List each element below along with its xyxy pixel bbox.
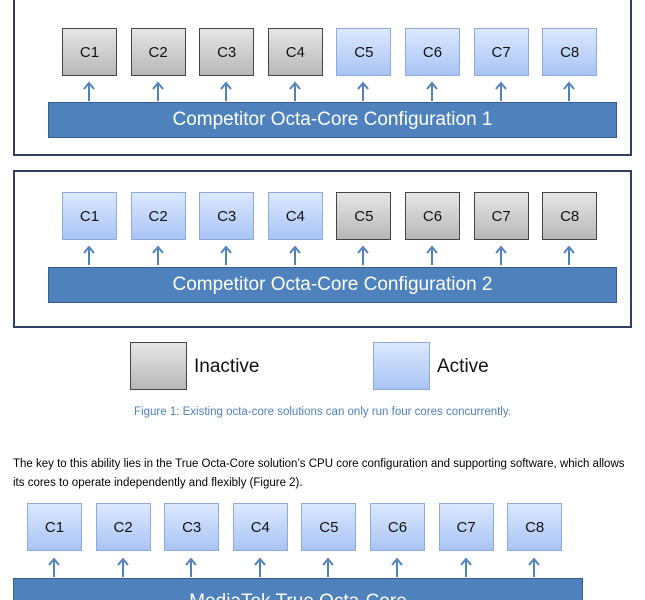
config-3-bar: MediaTek True Octa-Core [13,578,583,600]
config-1-bar: Competitor Octa-Core Configuration 1 [48,102,617,138]
up-arrow-icon [563,245,575,265]
config3-core-c7: C7 [438,503,494,551]
up-arrow-icon [426,81,438,101]
up-arrow-icon [391,557,403,577]
up-arrow-icon [254,557,266,577]
up-arrow-icon [459,557,472,577]
up-arrow-icon [83,245,95,265]
config1-core-c3: C3 [199,28,255,76]
config1-core-c5: C5 [336,28,392,76]
config-2-bar: Competitor Octa-Core Configuration 2 [48,267,617,303]
config2-core-c2: C2 [130,192,186,240]
up-arrow-icon [357,245,370,265]
config2-core-c1: C1 [62,192,117,240]
config2-core-c8: C8 [542,192,598,240]
up-arrow-icon [289,245,301,265]
config1-core-c8: C8 [542,28,598,76]
legend-inactive-label: Inactive [194,356,260,377]
config3-core-c4: C4 [232,503,288,551]
up-arrow-icon [220,81,232,101]
config1-core-c7: C7 [473,28,529,76]
up-arrow-icon [185,557,197,577]
config3-core-c5: C5 [301,503,357,551]
up-arrow-icon [48,557,60,577]
config3-core-c8: C8 [507,503,563,551]
config3-core-c6: C6 [370,503,425,551]
config2-core-c7: C7 [473,192,529,240]
config1-core-c1: C1 [62,28,117,76]
config2-core-c4: C4 [267,192,323,240]
config3-core-c1: C1 [27,503,82,551]
config1-core-c2: C2 [130,28,186,76]
up-arrow-icon [322,557,335,577]
up-arrow-icon [528,557,540,577]
up-arrow-icon [289,81,301,101]
legend-active-swatch [373,342,430,390]
config1-core-c6: C6 [405,28,460,76]
up-arrow-icon [494,81,507,101]
legend-active-label: Active [437,356,489,377]
figure-caption: Figure 1: Existing octa-core solutions c… [134,406,511,418]
up-arrow-icon [83,81,95,101]
up-arrow-icon [116,557,129,577]
up-arrow-icon [494,245,507,265]
up-arrow-icon [563,81,575,101]
up-arrow-icon [151,81,164,101]
config2-core-c3: C3 [199,192,255,240]
up-arrow-icon [357,81,370,101]
config1-core-c4: C4 [267,28,323,76]
legend-inactive-swatch [130,342,187,390]
config2-core-c5: C5 [336,192,392,240]
up-arrow-icon [426,245,438,265]
up-arrow-icon [220,245,232,265]
body-paragraph: The key to this ability lies in the True… [13,458,625,489]
config3-core-c2: C2 [95,503,151,551]
config3-core-c3: C3 [164,503,220,551]
up-arrow-icon [151,245,164,265]
config2-core-c6: C6 [405,192,460,240]
